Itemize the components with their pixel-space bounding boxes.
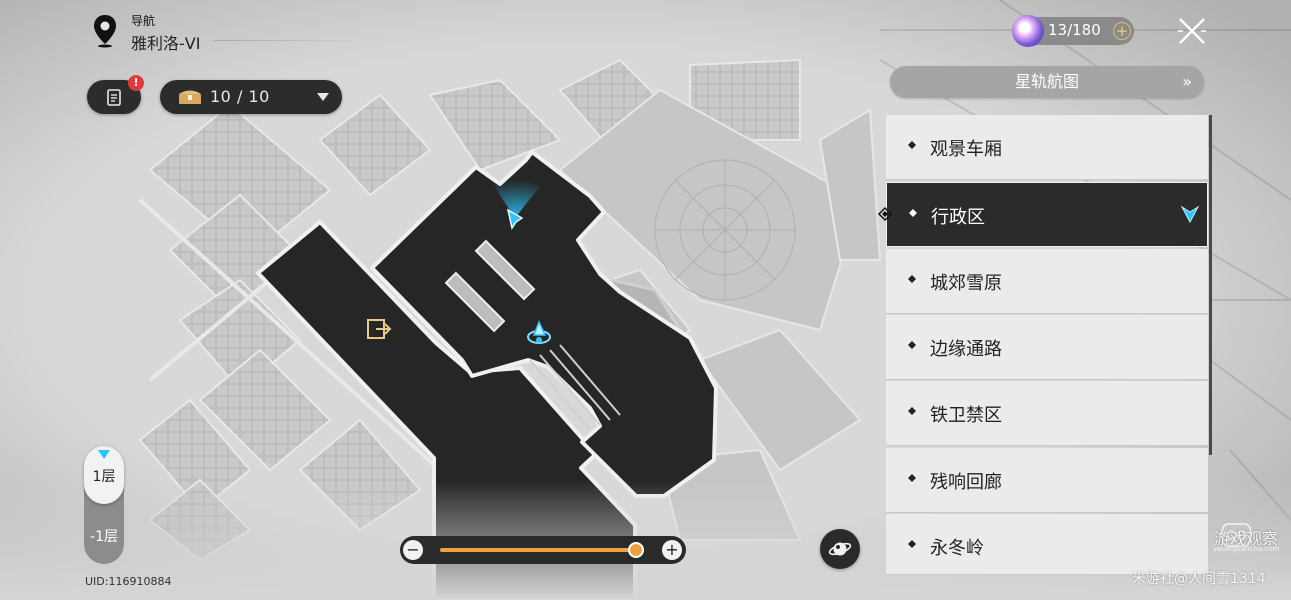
player-uid: UID:116910884 [85,575,172,588]
diamond-icon [908,407,916,415]
zone-label: 观景车厢 [930,139,1002,160]
zone-label: 城郊雪原 [930,273,1002,294]
zone-label: 边缘通路 [930,339,1002,360]
clipboard-icon [107,89,121,106]
zone-item[interactable]: 观景车厢 [886,115,1208,180]
nav-divider [214,40,364,41]
location-pin-icon [94,15,116,48]
zoom-slider-fill [440,548,636,552]
notification-badge: ! [128,75,144,91]
diamond-icon [908,474,916,482]
treasure-chest-icon [179,90,201,104]
current-location: 雅利洛-VI [131,34,201,53]
caret-down-icon [317,93,329,101]
floor-label: 1层 [92,469,116,485]
planet-icon [828,542,852,556]
planet-view-button[interactable] [820,529,860,569]
watermark-logo-icon [1221,523,1252,547]
star-rail-map-button[interactable]: 星轨航图 » [890,66,1204,98]
diamond-icon [909,209,917,217]
zoom-slider-handle[interactable] [628,542,644,558]
zone-list-scrollbar[interactable] [1209,115,1212,455]
zone-label: 行政区 [931,207,985,228]
zone-label: 铁卫禁区 [930,405,1002,426]
trailblaze-power-icon [1012,15,1044,47]
zone-item[interactable]: 残响回廊 [886,448,1208,513]
zoom-control[interactable]: − + [400,536,686,564]
zone-label: 永冬岭 [930,538,984,559]
current-location-arrow-icon [1181,205,1199,223]
zone-item[interactable]: 城郊雪原 [886,249,1208,314]
zone-list[interactable]: 观景车厢 行政区 城郊雪原 边缘通路 铁卫禁区 残响回廊 永冬岭 [886,115,1208,575]
watermark-site-url: youxiguancha.com [1213,545,1280,553]
current-floor-icon [98,450,110,459]
zone-item-selected[interactable]: 行政区 [886,182,1208,247]
diamond-icon [908,141,916,149]
zoom-out-button[interactable]: − [403,540,423,560]
floor-switcher[interactable]: 1层 -1层 [84,446,124,564]
diamond-icon [908,540,916,548]
trailblaze-power[interactable]: 13/180 + [1012,15,1134,47]
selection-indicator-icon [877,206,893,222]
zoom-slider[interactable] [440,542,644,558]
zone-item[interactable]: 铁卫禁区 [886,381,1208,446]
zone-label: 残响回廊 [930,472,1002,493]
zone-item[interactable]: 边缘通路 [886,315,1208,380]
diamond-icon [908,341,916,349]
star-rail-map-label: 星轨航图 [1014,72,1079,91]
trailblaze-power-value: 13/180 [1048,21,1101,39]
zoom-in-button[interactable]: + [662,540,682,560]
add-power-button[interactable]: + [1113,22,1131,40]
treasure-chest-dropdown[interactable]: 10 / 10 [160,80,342,114]
watermark-site-name: 游戏观察 [1214,529,1279,548]
diamond-icon [908,275,916,283]
nav-caption: 导航 [131,14,156,28]
floor-button-basement[interactable]: -1层 [90,529,118,545]
floor-button-current[interactable]: 1层 [84,446,124,504]
double-chevron-right-icon: » [1182,72,1192,91]
chest-count: 10 / 10 [210,87,270,106]
zone-item[interactable]: 永冬岭 [886,514,1208,575]
watermark-author: 米游社@人间雪1314 [1132,571,1266,587]
close-icon[interactable] [1175,14,1209,48]
